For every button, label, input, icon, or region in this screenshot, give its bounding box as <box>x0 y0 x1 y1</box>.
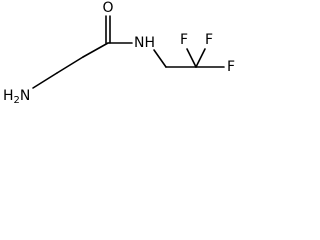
bond-cf3-f-top-left <box>186 48 197 68</box>
atom-oxygen: O <box>102 0 113 16</box>
bond-cf3-f-top-right <box>195 48 206 68</box>
atom-amide-nitrogen: NH <box>134 35 155 51</box>
atom-fluorine-top-left: F <box>180 32 188 48</box>
atom-fluorine-right: F <box>227 59 235 75</box>
atom-fluorine-top-right: F <box>205 32 213 48</box>
bond-amine-c1 <box>32 72 58 89</box>
molecular-structure: O NH H2N F F F <box>3 0 235 106</box>
bond-c1-c2 <box>56 56 84 74</box>
atom-amine: H2N <box>3 88 30 106</box>
bond-amide-n-ch2 <box>153 49 167 68</box>
bond-c2-carbonyl <box>82 42 109 58</box>
